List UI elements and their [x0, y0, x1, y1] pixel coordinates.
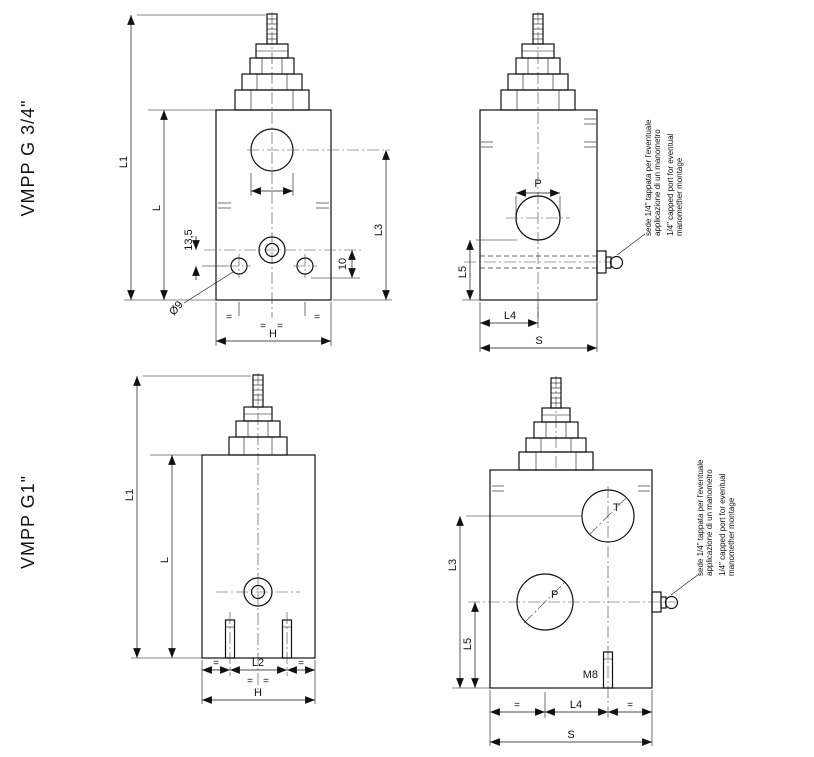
section-title-g34: VMPP G 3/4": [18, 99, 38, 216]
port-p: P: [468, 573, 676, 631]
stud-right: [281, 612, 293, 676]
dim-L5: L5: [462, 602, 479, 688]
capped-port: [651, 573, 700, 613]
valve-body: [215, 109, 332, 301]
dim-label-h: H: [254, 687, 262, 699]
dim-label-l1: L1: [118, 156, 130, 168]
dim-L1: L1: [124, 375, 251, 658]
note-line-it1: sede 1/4" tappata per l'eventuale: [696, 459, 705, 576]
dim-L5: L5: [457, 239, 517, 301]
equal-mark: =: [247, 676, 253, 687]
note-line-it2: applicazione di un manometro: [653, 129, 662, 236]
equal-mark: =: [627, 700, 633, 711]
dim-label-10: 10: [337, 258, 349, 270]
dim-L3: L3: [447, 515, 582, 689]
dim-L: L: [131, 454, 202, 659]
port-top: [247, 128, 390, 196]
port-label-p: P: [534, 178, 541, 190]
dim-L4-row: = L4 =: [489, 690, 653, 746]
adjuster-stack: [228, 374, 288, 456]
port-p: P: [506, 178, 570, 241]
note-line-en2: manomether montage: [727, 497, 736, 576]
dim-L3: L3: [333, 150, 392, 301]
valve-body: [479, 109, 598, 301]
annotation-note: sede 1/4" tappata per l'eventuale applic…: [696, 459, 736, 576]
dim-L4: L4: [479, 302, 539, 352]
valve-body: [489, 469, 653, 689]
dim-label-13-5: 13,5: [183, 229, 195, 250]
note-line-it2: applicazione di un manometro: [705, 469, 714, 576]
port-label-t: T: [613, 502, 620, 514]
annotation-note: sede 1/4" tappata per l'eventuale applic…: [644, 119, 684, 236]
dim-dia9: Ø9: [167, 271, 234, 318]
dim-label-l2: L2: [252, 657, 264, 669]
dim-label-l1: L1: [124, 489, 136, 501]
dim-label-s: S: [535, 335, 542, 347]
dim-L2-row: = L2 = = =: [201, 657, 316, 704]
panel-front-g1: = L2 = = = H L L1: [124, 373, 316, 704]
note-line-en1: 1/4" capped port for eventual: [718, 473, 727, 576]
note-line-it1: sede 1/4" tappata per l'eventuale: [644, 119, 653, 236]
equal-mark: =: [514, 700, 520, 711]
equal-mark: =: [213, 658, 219, 669]
dim-label-l3: L3: [373, 224, 385, 236]
note-line-en1: 1/4" capped port for eventual: [666, 133, 675, 236]
valve-body: [201, 454, 316, 659]
equal-mark: =: [226, 312, 232, 323]
adjuster-stack: [234, 13, 310, 111]
stud-left: [224, 612, 236, 676]
section-title-g1: VMPP G1": [18, 475, 38, 569]
stud-m8: M8: [583, 651, 614, 689]
dim-label-h: H: [269, 328, 277, 340]
dim-10: 10: [311, 250, 360, 279]
adjuster-stack: [518, 377, 594, 471]
equal-mark: =: [260, 321, 266, 332]
dim-H: H: [215, 302, 332, 346]
equal-mark: =: [277, 321, 283, 332]
equal-mark: =: [298, 658, 304, 669]
dim-label-l: L: [151, 205, 163, 211]
dim-label-l5: L5: [457, 266, 469, 278]
dim-S: S: [490, 729, 652, 746]
port-center: [216, 577, 300, 607]
thread-marks: [481, 118, 596, 148]
capped-port: [464, 233, 646, 274]
thread-marks: [492, 485, 650, 492]
dim-label-l4: L4: [570, 699, 582, 711]
dim-H: H: [202, 687, 315, 704]
dim-label-l4: L4: [504, 310, 516, 322]
panel-side-g34: P sede 1/4" tappata per l'eventuale appl…: [457, 12, 684, 352]
panel-side-g1: T P M8 sede 1/4" tappata per l'eventuale…: [447, 376, 736, 746]
dim-13-5: 13,5: [183, 229, 227, 280]
dim-label-m8: M8: [583, 669, 598, 681]
dim-L: L: [148, 109, 216, 300]
note-line-en2: manomether montage: [675, 157, 684, 236]
dim-label-s: S: [567, 729, 574, 741]
dim-S: S: [480, 302, 598, 352]
dim-label-l3: L3: [447, 559, 459, 571]
dim-label-l: L: [159, 557, 171, 563]
dim-label-dia9: Ø9: [167, 299, 186, 318]
ports-mid: [204, 236, 362, 278]
equal-mark: =: [263, 676, 269, 687]
equal-mark: =: [314, 312, 320, 323]
thread-marks: [218, 202, 329, 209]
panel-front-g34: 13,5 10 Ø9 L3 L1 L: [118, 12, 392, 346]
dim-label-l5: L5: [462, 638, 474, 650]
port-label-p: P: [551, 589, 558, 601]
dim-L1: L1: [118, 14, 266, 301]
